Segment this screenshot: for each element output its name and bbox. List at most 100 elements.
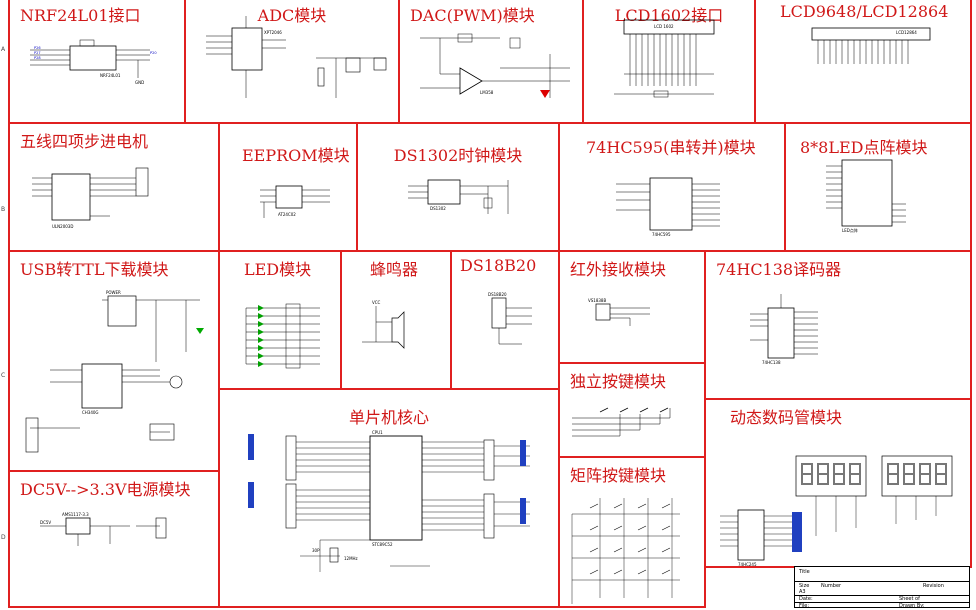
hc138-chip-label: 74HC138 xyxy=(762,360,781,365)
segment-circuit: 74HC245 xyxy=(720,455,953,567)
module-74hc138: 74HC138译码器 74HC138 xyxy=(704,250,972,400)
module-buzzer: 蜂鸣器 VCC xyxy=(340,250,452,390)
module-title: NRF24L01接口 xyxy=(20,6,141,25)
module-title: 矩阵按键模块 xyxy=(570,466,667,485)
title-block: Title Size A3 Number Revision Date: Shee… xyxy=(794,566,970,609)
module-title: 74HC595(串转并)模块 xyxy=(586,138,756,157)
dac-circuit: LM358 xyxy=(420,33,570,98)
module-led-matrix: 8*8LED点阵模块 LED点阵 xyxy=(784,122,972,252)
module-title: 蜂鸣器 xyxy=(370,260,419,279)
module-dac: DAC(PWM)模块 LM358 xyxy=(398,0,584,124)
ledmatrix-circuit: LED点阵 xyxy=(826,159,906,233)
ds18b20-label: DS18B20 xyxy=(488,292,507,297)
lcd12864-label: LCD12864 xyxy=(896,30,917,35)
module-title: DS18B20 xyxy=(460,256,537,275)
module-mcu-core: 单片机核心 CPU1 STC89C52 xyxy=(218,388,560,608)
mcu-cpu-label: CPU1 xyxy=(372,430,383,435)
module-lcd9648: LCD9648/LCD12864 LCD12864 xyxy=(754,0,972,124)
stepper-chip-label: ULN2003D xyxy=(52,224,73,229)
adc-circuit: XPT2046 xyxy=(206,16,387,98)
svg-text:P26: P26 xyxy=(34,46,41,50)
module-title: 红外接收模块 xyxy=(570,260,667,279)
module-adc: ADC模块 XPT2046 xyxy=(184,0,400,124)
ir-circuit: VS1838B xyxy=(588,298,650,326)
ir-chip-label: VS1838B xyxy=(588,298,606,303)
mcu-circuit: CPU1 STC89C52 xyxy=(248,430,530,572)
hc595-chip-label: 74HC595 xyxy=(652,232,671,237)
row-marker-b: B xyxy=(1,206,6,213)
module-matrix-keys: 矩阵按键模块 xyxy=(558,456,706,608)
mcu-chip-label: STC89C52 xyxy=(372,542,393,547)
row-marker-d: D xyxy=(1,534,6,541)
lcd1602-circuit: LCD 1602 xyxy=(614,19,715,98)
module-independent-keys: 独立按键模块 xyxy=(558,362,706,458)
module-74hc595: 74HC595(串转并)模块 74HC595 xyxy=(558,122,786,252)
tb-title: Title xyxy=(799,569,810,575)
module-stepper: 五线四项步进电机 ULN2003D xyxy=(8,122,220,252)
usb-chip-label: CH340G xyxy=(82,410,99,415)
module-led: LED模块 xyxy=(218,250,342,390)
hc595-circuit: 74HC595 xyxy=(616,177,720,237)
power-switch-label: POWER xyxy=(106,290,121,295)
module-title: LED模块 xyxy=(244,260,312,279)
tb-size: Size xyxy=(799,583,810,589)
cap-label: 30P xyxy=(312,548,320,553)
svg-text:P28: P28 xyxy=(34,56,41,60)
adc-chip-label: XPT2046 xyxy=(264,30,282,35)
module-title: USB转TTL下载模块 xyxy=(20,260,169,279)
gnd-label: GND xyxy=(135,80,144,85)
keys-circuit xyxy=(572,407,671,437)
led-circuit xyxy=(245,303,320,369)
module-title: EEPROM模块 xyxy=(242,146,350,165)
module-segment-display: 动态数码管模块 74HC245 xyxy=(704,398,972,568)
seg-chip-label: 74HC245 xyxy=(738,562,757,567)
dac-chip-label: LM358 xyxy=(480,90,494,95)
module-ds1302: DS1302时钟模块 DS1302 xyxy=(356,122,560,252)
tb-date: Date: xyxy=(799,596,813,602)
dc-circuit: AMS1117-3.3 DC5V xyxy=(40,512,167,546)
tb-drawn-by: Drawn By: xyxy=(899,603,925,609)
tb-file: File: xyxy=(799,603,810,609)
stepper-circuit: ULN2003D xyxy=(32,167,149,229)
lcd9648-circuit: LCD12864 xyxy=(811,27,931,64)
row-marker-c: C xyxy=(1,372,6,379)
module-title: 独立按键模块 xyxy=(570,372,667,391)
module-title: DAC(PWM)模块 xyxy=(410,6,535,25)
buzzer-circuit: VCC xyxy=(362,300,405,349)
tb-sheet: Sheet of xyxy=(899,596,920,602)
eeprom-chip-label: AT24C02 xyxy=(278,212,296,217)
svg-text:P20: P20 xyxy=(150,51,157,55)
ds1302-chip-label: DS1302 xyxy=(430,206,446,211)
eeprom-circuit: AT24C02 xyxy=(260,185,330,218)
vcc-label: VCC xyxy=(372,300,381,305)
module-title: 五线四项步进电机 xyxy=(20,132,149,151)
ds18b20-circuit: DS18B20 xyxy=(488,292,532,345)
crystal-label: 12MHz xyxy=(344,556,358,561)
module-ir: 红外接收模块 VS1838B xyxy=(558,250,706,364)
matrix-label: LED点阵 xyxy=(842,227,858,233)
module-title: DC5V-->3.3V电源模块 xyxy=(20,480,191,499)
dc-chip-label: AMS1117-3.3 xyxy=(62,512,89,517)
module-eeprom: EEPROM模块 AT24C02 xyxy=(218,122,358,252)
module-title: 74HC138译码器 xyxy=(716,260,842,279)
module-ds18b20: DS18B20 DS18B20 xyxy=(450,250,560,390)
usbttl-circuit: POWER CH340G xyxy=(25,290,204,453)
lcd1602-label: LCD 1602 xyxy=(654,24,674,29)
module-dc-power: DC5V-->3.3V电源模块 AMS1117-3.3 DC5V xyxy=(8,470,220,608)
row-marker-a: A xyxy=(1,46,6,53)
tb-revision: Revision xyxy=(923,583,944,589)
module-title: 动态数码管模块 xyxy=(730,408,843,427)
tb-number: Number xyxy=(821,583,842,589)
tb-size-value: A3 xyxy=(799,589,806,595)
module-title: DS1302时钟模块 xyxy=(393,146,523,165)
dc-in-label: DC5V xyxy=(40,520,51,525)
ds1302-circuit: DS1302 xyxy=(408,179,509,214)
module-title: ADC模块 xyxy=(257,6,327,25)
svg-text:P27: P27 xyxy=(34,51,41,55)
module-title: LCD9648/LCD12864 xyxy=(780,2,949,21)
module-title: 单片机核心 xyxy=(348,408,429,427)
module-title: 8*8LED点阵模块 xyxy=(800,138,928,157)
